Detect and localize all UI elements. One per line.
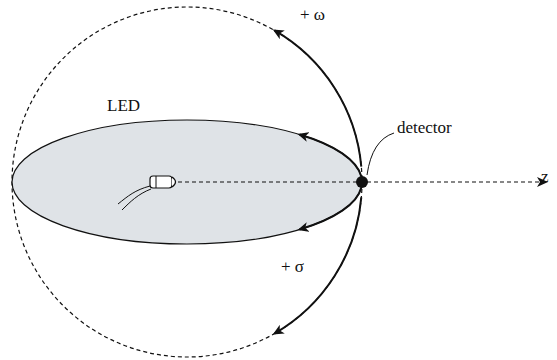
led-label: LED — [107, 97, 140, 116]
axis-label: z — [541, 168, 549, 187]
sigma-label: + σ — [281, 258, 304, 277]
sigma-arc-lower — [300, 187, 362, 229]
detector-label: detector — [397, 119, 452, 138]
omega-arc-upper — [275, 30, 362, 166]
sigma-arc-upper — [300, 135, 362, 177]
omega-arc-lower — [275, 197, 362, 333]
detector-dot — [356, 176, 368, 188]
leader-line — [367, 133, 394, 175]
led-symbol — [118, 176, 176, 210]
omega-label: + ω — [300, 6, 325, 25]
